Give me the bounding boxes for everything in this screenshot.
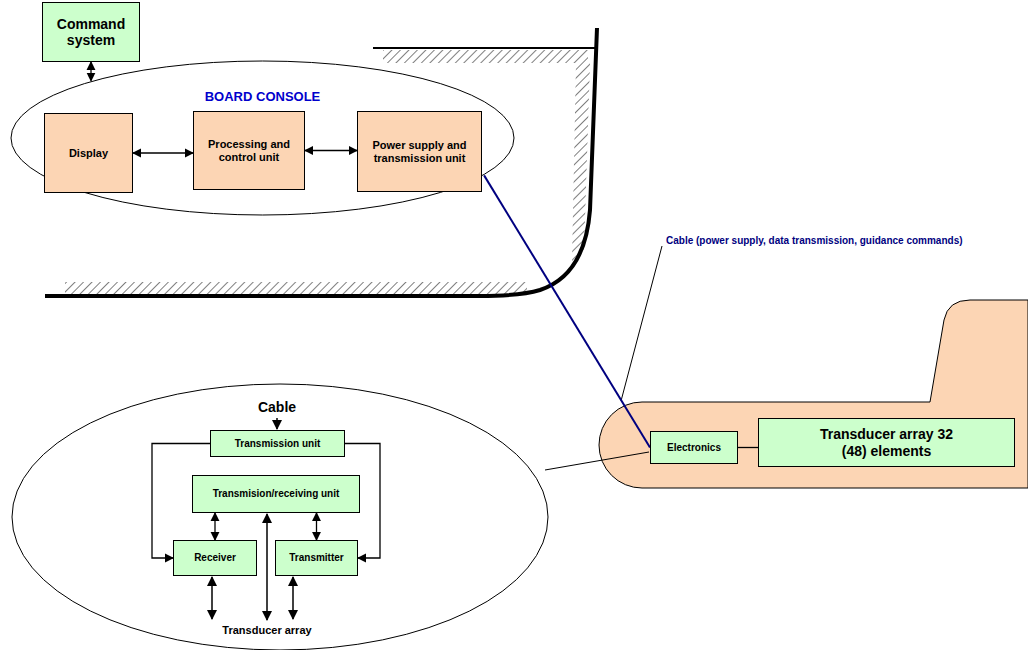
box-text: Receiver <box>194 552 236 564</box>
process-box: Power supply and transmission unit <box>357 111 482 192</box>
connector <box>90 62 91 81</box>
box-text: Transducer array 32 (48) elements <box>812 426 962 458</box>
hull-hatching <box>65 282 527 294</box>
unit-box: Receiver <box>173 540 257 576</box>
cable-arrow <box>276 418 278 429</box>
array-box: Transducer array 32 (48) elements <box>758 418 1015 467</box>
connector <box>305 150 357 151</box>
box-text: Display <box>69 147 108 160</box>
callout-text: Cable (power supply, data transmission, … <box>666 235 1022 247</box>
connector <box>214 513 215 540</box>
connector <box>316 513 317 540</box>
box-text: Electronics <box>667 442 721 454</box>
box-text: Command system <box>46 16 136 48</box>
box-text: Transmission unit <box>235 438 321 450</box>
detail-ellipse <box>12 384 548 650</box>
connector <box>738 447 758 448</box>
unit-box: Transmission unit <box>210 430 345 457</box>
ship-hull <box>45 28 597 296</box>
signal-label: Cable <box>237 399 317 415</box>
box-text: Transmitter <box>289 552 343 564</box>
connector <box>133 152 193 153</box>
box-text: BOARD CONSOLE <box>205 90 321 105</box>
console-ellipse: BOARD CONSOLE Display Processing and contr… <box>10 60 515 216</box>
system-box: Command system <box>42 2 140 62</box>
unit-box: Transmitter <box>275 540 358 576</box>
box-text: Power supply and transmission unit <box>361 139 478 164</box>
array-arrow <box>266 514 268 620</box>
array-arrow <box>211 577 213 619</box>
unit-box: Transmision/receiving unit <box>192 475 360 513</box>
signal-label: Transducer array <box>197 624 337 637</box>
process-box: Display <box>44 113 133 193</box>
electronics-box: Electronics <box>650 431 738 464</box>
towed-body <box>599 300 1028 488</box>
detail-leader <box>545 452 649 470</box>
ship-deck <box>373 47 597 49</box>
box-text: Processing and control unit <box>197 138 301 163</box>
box-text: Transmision/receiving unit <box>213 488 340 500</box>
hull-hatching <box>383 50 588 63</box>
array-arrow <box>292 577 294 619</box>
connector <box>484 175 650 447</box>
cable-leader <box>621 246 662 401</box>
process-box: Processing and control unit <box>193 111 305 190</box>
